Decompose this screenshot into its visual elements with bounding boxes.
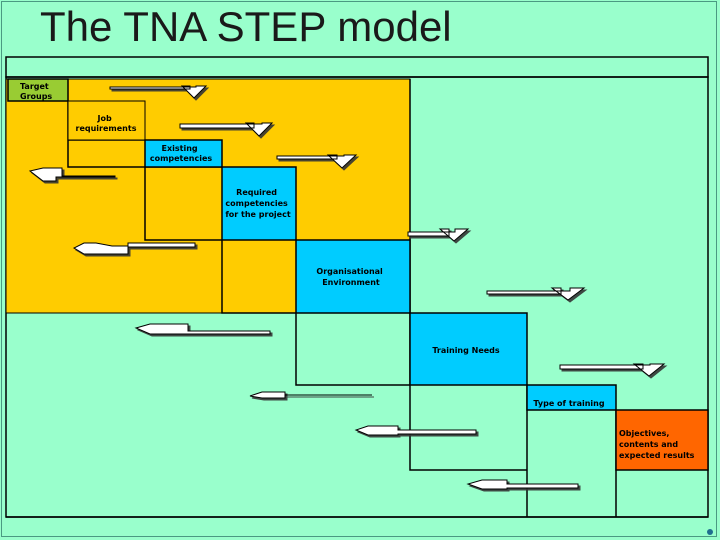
top-bar (5, 56, 709, 78)
forward-arrow (407, 228, 470, 242)
step-label-existing-competencies: Existing competencies (150, 144, 213, 163)
step-label-job-requirements: Job requirements (76, 114, 137, 133)
step-label-type-of-training: Type of training (533, 399, 604, 408)
forward-arrows (109, 85, 666, 377)
step-label-objectives: Objectives, contents and expected result… (619, 429, 695, 460)
forward-arrow (179, 122, 274, 137)
step-box-job-requirements (67, 100, 146, 141)
slide-title: The TNA STEP model (40, 3, 452, 50)
forward-arrow (559, 363, 666, 377)
step-label-required-competencies: Required competencies for the project (225, 188, 291, 219)
step-box-existing-competencies (144, 139, 223, 168)
feedback-arrow (72, 242, 196, 255)
feedback-arrows (28, 167, 579, 490)
step-box-type-of-training (526, 384, 617, 411)
feedback-arrow (28, 167, 116, 182)
step-label-target-groups: Target Groups (20, 82, 52, 101)
corner-dot (707, 529, 713, 535)
forward-arrow (486, 287, 586, 301)
feedback-arrow (249, 391, 372, 399)
step-box-target-groups (7, 78, 69, 102)
feedback-arrow (466, 479, 579, 490)
feedback-arrow (134, 323, 271, 335)
step-box-training-needs (409, 312, 528, 386)
step-label-training-needs: Training Needs (432, 346, 500, 355)
step-label-organisational-environment: Organisational Environment (316, 267, 385, 287)
forward-arrow (109, 85, 208, 99)
step-box-organisational-environment (295, 239, 411, 314)
forward-arrow (276, 154, 358, 169)
step-box-required-competencies (221, 166, 297, 241)
step-box-objectives (615, 409, 709, 471)
feedback-arrow (354, 425, 477, 436)
